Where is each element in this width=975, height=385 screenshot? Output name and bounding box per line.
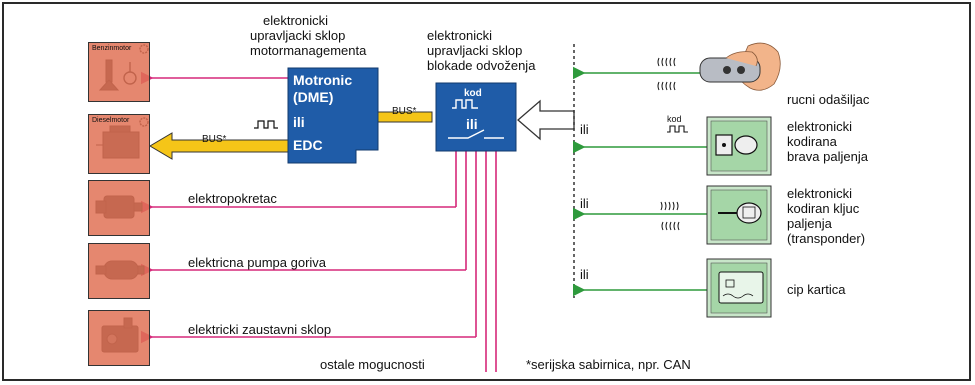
- ecu-dme: (DME): [293, 89, 333, 105]
- label-starter: elektropokretac: [188, 191, 277, 206]
- ili-lock: ili: [580, 122, 589, 137]
- stop-box: [88, 310, 150, 366]
- label-pump: elektricna pumpa goriva: [188, 255, 326, 270]
- bus-label-diesel: BUS*: [202, 134, 226, 145]
- remote-hand-icon: [700, 43, 780, 90]
- starter-box: [88, 180, 150, 236]
- ecu-edc: EDC: [293, 137, 323, 153]
- label-ostale: ostale mogucnosti: [320, 357, 425, 372]
- bus-label-imm: BUS*: [392, 106, 416, 117]
- imm-ili: ili: [466, 116, 478, 132]
- footnote: *serijska sabirnica, npr. CAN: [526, 357, 691, 372]
- ecu-ili: ili: [293, 114, 305, 130]
- title-motor-management: elektronicki upravljacki sklop motormana…: [250, 13, 366, 58]
- remote-wave-marks: [658, 58, 675, 90]
- title-immobilizer: elektronicki upravljacki sklop blokade o…: [427, 28, 535, 73]
- label-remote: rucni odašiljac: [787, 92, 869, 107]
- label-key: elektronicki kodiran kljuc paljenja (tra…: [787, 186, 865, 246]
- diesel-label: Dieselmotor: [92, 117, 129, 124]
- key-wave-marks: [661, 202, 679, 230]
- ili-key: ili: [580, 196, 589, 211]
- imm-kod: kod: [464, 86, 482, 102]
- label-stop: elektricki zaustavni sklop: [188, 322, 331, 337]
- kod-lock: kod: [667, 114, 682, 124]
- label-lock: elektronicki kodirana brava paljenja: [787, 119, 868, 164]
- pump-box: [88, 243, 150, 299]
- benzin-label: Benzinmotor: [92, 45, 131, 52]
- label-card: cip kartica: [787, 282, 846, 297]
- ili-card: ili: [580, 267, 589, 282]
- ecu-motronic: Motronic: [293, 72, 352, 88]
- input-arrow-hollow: [518, 101, 574, 139]
